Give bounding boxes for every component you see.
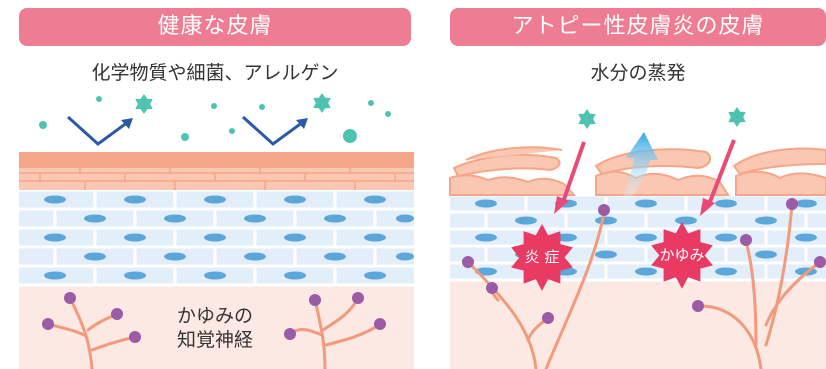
- allergen-particles: [578, 107, 746, 129]
- nerve-label-line2: 知覚神経: [176, 329, 253, 351]
- water-evaporation-arrow-icon: [622, 132, 658, 202]
- intrusion-arrow-icon: [700, 198, 715, 216]
- inflammation-burst-icon: [511, 224, 573, 291]
- nerve-endings: [42, 292, 386, 343]
- atopic-skin-panel: アトピー性皮膚炎の皮膚 水分の蒸発 炎 症 かゆみ: [436, 0, 826, 369]
- bounce-arrow-icon: [66, 115, 129, 146]
- dermis-layer: [19, 285, 414, 369]
- bounce-arrow-icon: [241, 115, 304, 146]
- allergen-particles: [39, 93, 391, 143]
- epidermis-cell-layer: [19, 188, 414, 287]
- allergen-star-icon: [313, 93, 331, 113]
- nerve-endings: [462, 198, 826, 324]
- allergen-star-icon: [135, 94, 153, 114]
- damaged-stratum-corneum: [449, 146, 826, 196]
- stratum-corneum-layer: [19, 152, 414, 190]
- allergen-intrusion-arrows: [554, 139, 736, 216]
- itch-burst-icon: [651, 222, 713, 289]
- allergen-star-icon: [728, 107, 746, 127]
- intrusion-arrow-icon: [554, 196, 569, 214]
- allergen-star-icon: [578, 109, 596, 129]
- evaporation-label: 水分の蒸発: [590, 62, 686, 84]
- sensory-nerves: [466, 203, 822, 369]
- barrier-bounce-arrows: [66, 115, 308, 146]
- nerve-label: かゆみの 知覚神経: [150, 304, 280, 352]
- itch-label: かゆみ: [659, 246, 705, 264]
- allergen-label: 化学物質や細菌、アレルゲン: [91, 62, 339, 84]
- inflammation-label: 炎 症: [524, 248, 560, 266]
- atopic-skin-title: アトピー性皮膚炎の皮膚: [450, 8, 826, 46]
- healthy-skin-illustration: [19, 93, 414, 369]
- nerve-label-line1: かゆみの: [176, 305, 253, 327]
- healthy-skin-panel: 健康な皮膚 化学物質や細菌、アレルゲン かゆみの 知覚神経: [19, 8, 414, 369]
- atopic-skin-illustration: [449, 107, 826, 369]
- healthy-skin-title: 健康な皮膚: [19, 8, 411, 46]
- dermis-layer: [450, 280, 826, 369]
